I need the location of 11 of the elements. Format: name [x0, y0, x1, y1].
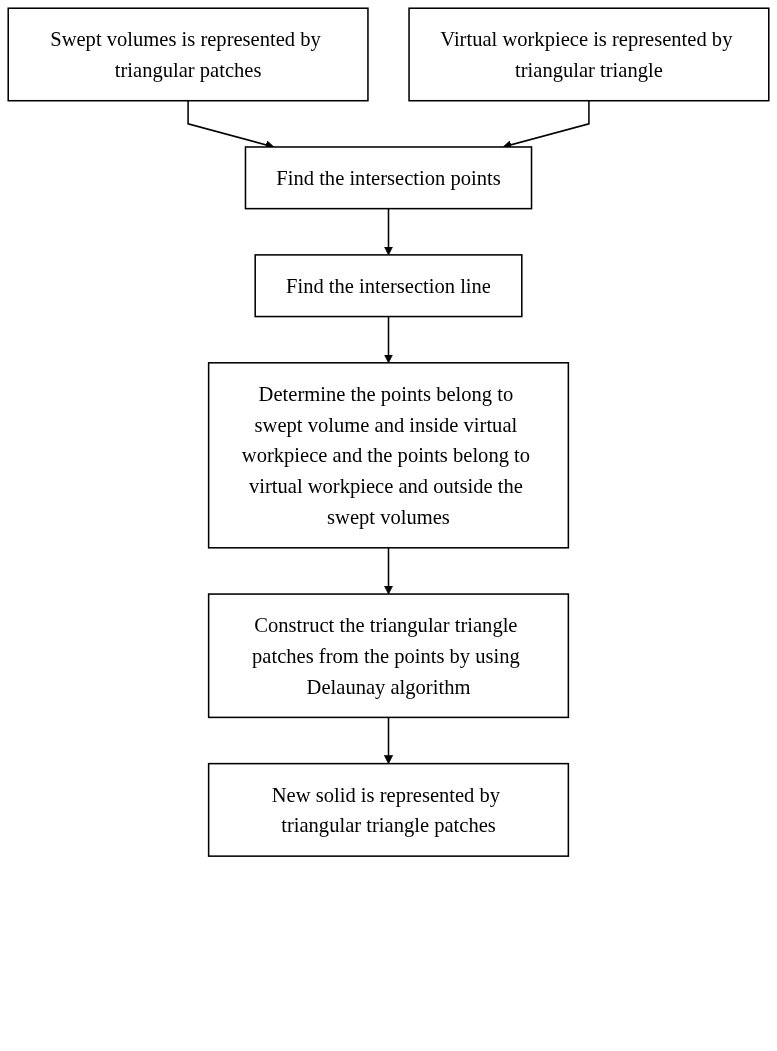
arrow	[384, 207, 393, 256]
node-box: Construct the triangular triangle patches from the points by using Delaunay algorithm	[207, 593, 570, 719]
node-box: Determine the points belong to swept volume and inside virtual workpiece and the points belong to virtual workpiece and outside the swept volumes	[207, 362, 570, 549]
node-box: Swept volumes is represented by triangular patches	[7, 7, 369, 102]
node-box: Find the intersection points	[244, 146, 533, 210]
node-box: Virtual workpiece is represented by triangular triangle	[408, 7, 770, 102]
arrow	[384, 315, 393, 364]
node-box: New solid is represented by triangular triangle patches	[207, 762, 570, 857]
arrow	[384, 716, 393, 765]
node-box: Find the intersection line	[254, 254, 523, 318]
arrow	[384, 547, 393, 595]
